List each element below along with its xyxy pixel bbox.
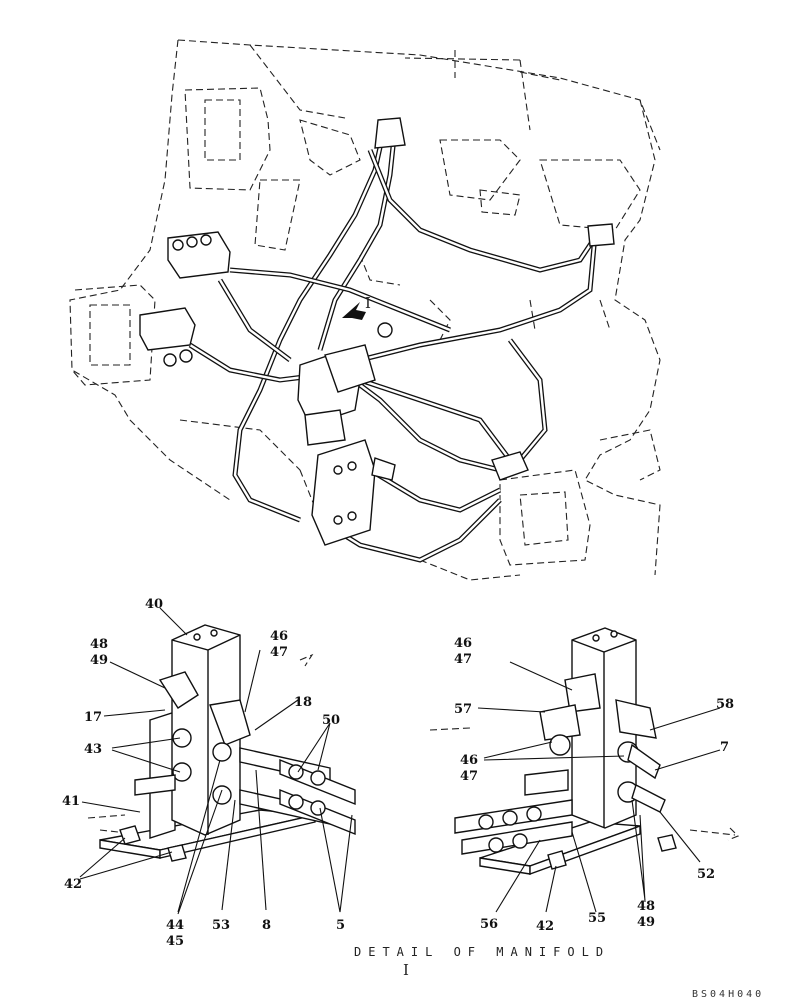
callout-58: 58 — [716, 697, 734, 712]
callout-42: 42 — [64, 877, 82, 892]
view-marker: I — [365, 294, 371, 312]
callout-17: 17 — [84, 710, 102, 725]
manifold-detail-right: 46 47 57 46 47 58 7 52 48 49 55 42 56 — [429, 627, 739, 934]
callout-49: 49 — [90, 653, 108, 668]
callout-8: 8 — [262, 918, 271, 933]
callout-46-right-2: 46 — [460, 753, 478, 768]
callout-45: 45 — [166, 934, 184, 949]
drawing-code: BS04H040 — [692, 989, 764, 1000]
hydraulic-hoses — [188, 124, 603, 563]
callout-41: 41 — [62, 794, 80, 809]
detail-view-label: I — [403, 961, 409, 979]
assembly-overview: I — [69, 39, 661, 581]
callout-5: 5 — [336, 918, 345, 933]
callout-47: 47 — [270, 645, 288, 660]
callout-46-right: 46 — [454, 636, 472, 651]
callout-7: 7 — [720, 740, 729, 755]
detail-caption: DETAIL OF MANIFOLD — [354, 945, 610, 959]
overview-valves — [139, 117, 615, 546]
callout-47-right: 47 — [454, 652, 472, 667]
callout-43: 43 — [84, 742, 102, 757]
callout-47-right-2: 47 — [460, 769, 478, 784]
callout-44: 44 — [166, 918, 184, 933]
manifold-detail-left: 40 48 49 17 43 41 42 46 47 18 50 44 45 5… — [62, 597, 356, 949]
callout-55: 55 — [588, 911, 606, 926]
right-leaders — [477, 661, 721, 913]
callout-49-right: 49 — [637, 915, 655, 930]
view-arrow — [342, 302, 366, 320]
callout-42-right: 42 — [536, 919, 554, 934]
callout-40: 40 — [145, 597, 163, 612]
callout-46: 46 — [270, 629, 288, 644]
callout-53: 53 — [212, 918, 230, 933]
callout-52: 52 — [697, 867, 715, 882]
callout-48-right: 48 — [637, 899, 655, 914]
callout-18: 18 — [294, 695, 312, 710]
left-leaders — [79, 607, 353, 915]
callout-50: 50 — [322, 713, 340, 728]
callout-56: 56 — [480, 917, 498, 932]
callout-57: 57 — [454, 702, 472, 717]
callout-48: 48 — [90, 637, 108, 652]
